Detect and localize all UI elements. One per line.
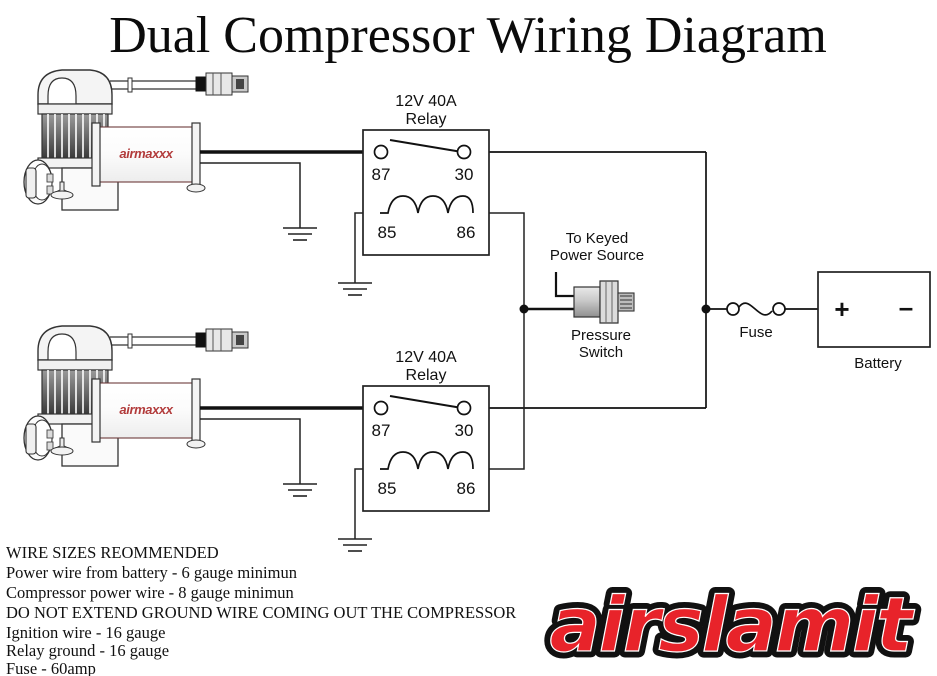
junction-dot-switch bbox=[519, 304, 529, 314]
battery: + – Battery bbox=[817, 271, 931, 372]
airslamit-logo: airslamit airslamit bbox=[543, 574, 924, 676]
relay-bottom: 12V 40A Relay 87 30 85 86 bbox=[362, 349, 490, 512]
ground-symbol-relay-bottom bbox=[338, 538, 372, 552]
relay-bottom-label-86: 86 bbox=[457, 479, 476, 498]
compressor-decal-top: airmaxxx bbox=[119, 146, 173, 161]
switch-thread bbox=[617, 292, 635, 312]
compressor-motor-top bbox=[37, 69, 113, 169]
airslamit-logo-fill: airslamit bbox=[550, 580, 916, 669]
battery-body bbox=[817, 271, 931, 348]
wiring-top bbox=[200, 150, 706, 309]
pressure-switch: To Keyed Power Source Pressure Switch bbox=[519, 230, 644, 361]
relay-top-coil bbox=[380, 195, 474, 214]
relay-top: 12V 40A Relay 87 30 85 86 bbox=[362, 93, 490, 256]
relay-top-switch-arm bbox=[389, 139, 463, 153]
switch-hex-nut bbox=[599, 280, 619, 324]
pressure-switch-label-line2: Switch bbox=[579, 344, 623, 361]
keyed-source-label-line2: Power Source bbox=[550, 247, 644, 264]
relay-top-spec-line2: Relay bbox=[406, 111, 447, 128]
relay-top-label-86: 86 bbox=[457, 223, 476, 242]
relay-bottom-coil bbox=[380, 451, 474, 470]
compressor-tank-bottom: airmaxxx bbox=[50, 378, 206, 456]
fuse-terminal-right bbox=[772, 302, 786, 316]
notes-line-2: Compressor power wire - 8 gauge minimun bbox=[6, 583, 294, 602]
relay-bottom-label-30: 30 bbox=[455, 421, 474, 440]
relay-bottom-terminal-30 bbox=[456, 400, 472, 416]
notes-line-3: DO NOT EXTEND GROUND WIRE COMING OUT THE… bbox=[6, 603, 516, 622]
pressure-switch-label-line1: Pressure bbox=[571, 327, 631, 344]
notes-block: WIRE SIZES REOMMENDED Power wire from ba… bbox=[6, 543, 516, 676]
page-title: Dual Compressor Wiring Diagram bbox=[109, 7, 827, 64]
notes-line-1: Power wire from battery - 6 gauge minimu… bbox=[6, 563, 297, 582]
wire-switch-keyed-lead bbox=[554, 272, 574, 298]
relay-top-label-30: 30 bbox=[455, 165, 474, 184]
battery-positive-terminal: + bbox=[834, 294, 849, 324]
relay-top-terminal-30 bbox=[456, 144, 472, 160]
relay-top-label-87: 87 bbox=[372, 165, 391, 184]
fuse: Fuse bbox=[726, 302, 818, 341]
relay-bottom-label-87: 87 bbox=[372, 421, 391, 440]
notes-line-4: Ignition wire - 16 gauge bbox=[6, 623, 165, 642]
notes-line-5: Relay ground - 16 gauge bbox=[6, 641, 169, 660]
wire-compressor-ground-top bbox=[200, 162, 301, 228]
ground-symbol-relay-top bbox=[338, 282, 372, 296]
compressor-top: airmaxxx bbox=[23, 69, 249, 211]
relay-bottom-spec-line1: 12V 40A bbox=[395, 349, 457, 366]
compressor-decal-bottom: airmaxxx bbox=[119, 402, 173, 417]
fuse-terminal-left bbox=[726, 302, 740, 316]
notes-line-6: Fuse - 60amp bbox=[6, 659, 96, 676]
ground-symbol-compressor-bottom bbox=[283, 483, 317, 497]
relay-bottom-label-85: 85 bbox=[378, 479, 397, 498]
compressor-tank-top: airmaxxx bbox=[50, 122, 206, 200]
switch-body bbox=[573, 286, 601, 318]
compressor-bottom: airmaxxx bbox=[23, 325, 249, 467]
relay-top-label-85: 85 bbox=[378, 223, 397, 242]
compressor-motor-bottom bbox=[37, 325, 113, 425]
battery-negative-terminal: – bbox=[899, 292, 913, 322]
battery-label: Battery bbox=[854, 355, 902, 372]
fuse-label: Fuse bbox=[739, 324, 772, 341]
wire-86-to-switch-bottom bbox=[473, 309, 525, 470]
relay-top-terminal-87 bbox=[373, 144, 389, 160]
compressor-pump-bottom bbox=[23, 415, 119, 467]
fuse-element bbox=[738, 302, 773, 316]
ground-symbol-compressor-top bbox=[283, 227, 317, 241]
wire-86-to-switch-top bbox=[473, 212, 525, 309]
relay-bottom-switch-arm bbox=[389, 395, 463, 409]
relay-bottom-terminal-87 bbox=[373, 400, 389, 416]
relay-bottom-spec-line2: Relay bbox=[406, 367, 447, 384]
wire-compressor-ground-bottom bbox=[200, 418, 301, 484]
junction-dot-battery-bus bbox=[701, 304, 711, 314]
air-hose-bottom bbox=[79, 328, 249, 352]
compressor-pump-top bbox=[23, 159, 119, 211]
airslamit-logo-outline: airslamit bbox=[550, 580, 916, 669]
notes-heading: WIRE SIZES REOMMENDED bbox=[6, 543, 219, 562]
relay-top-spec-line1: 12V 40A bbox=[395, 93, 457, 110]
keyed-source-label-line1: To Keyed bbox=[566, 230, 629, 247]
